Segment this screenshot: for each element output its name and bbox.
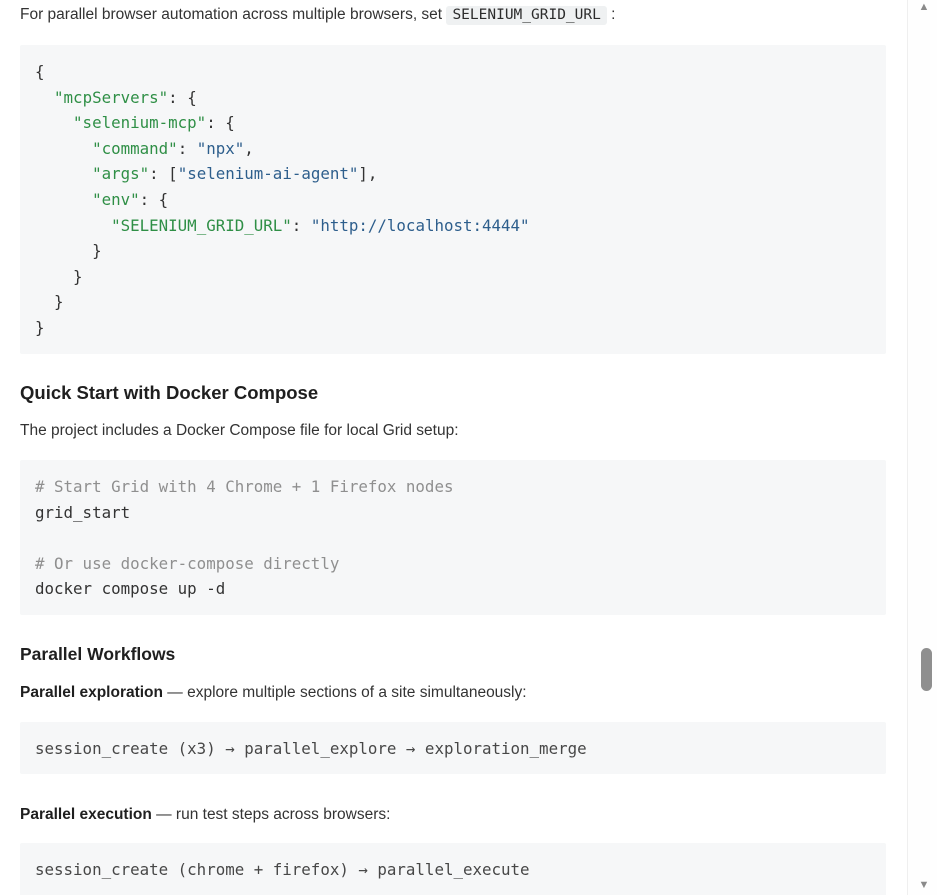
intro-paragraph: For parallel browser automation across m… bbox=[20, 4, 886, 26]
heading-parallel-workflows: Parallel Workflows bbox=[20, 644, 176, 664]
code-block-grid-setup: # Start Grid with 4 Chrome + 1 Firefox n… bbox=[20, 460, 886, 615]
parallel-exploration-label: Parallel exploration bbox=[20, 683, 163, 701]
scroll-down-icon[interactable]: ▼ bbox=[918, 879, 930, 891]
heading-quick-start-docker-compose: Quick Start with Docker Compose bbox=[20, 381, 319, 403]
intro-text-before: For parallel browser automation across m… bbox=[20, 6, 443, 23]
docker-paragraph: The project includes a Docker Compose fi… bbox=[20, 422, 459, 440]
parallel-exploration-text: — explore multiple sections of a site si… bbox=[163, 683, 527, 701]
code-block-mcp-config: { "mcpServers": { "selenium-mcp": { "com… bbox=[20, 45, 886, 354]
docs-content: For parallel browser automation across m… bbox=[20, 4, 886, 895]
code-block-parallel-execute: session_create (chrome + firefox) → para… bbox=[20, 843, 886, 895]
docs-page: For parallel browser automation across m… bbox=[0, 4, 908, 895]
parallel-execution-paragraph: Parallel execution — run test steps acro… bbox=[20, 804, 886, 826]
parallel-execution-text: — run test steps across browsers: bbox=[151, 806, 391, 824]
scrollbar-thumb[interactable] bbox=[921, 648, 932, 691]
scroll-up-icon[interactable]: ▲ bbox=[918, 1, 930, 13]
parallel-execution-label: Parallel execution bbox=[20, 806, 152, 824]
parallel-exploration-paragraph: Parallel exploration — explore multiple … bbox=[20, 682, 886, 704]
inline-code-selenium-grid-url: SELENIUM_GRID_URL bbox=[446, 6, 607, 25]
scrollbar[interactable]: ▲ ▼ bbox=[907, 0, 937, 895]
code-block-parallel-explore: session_create (x3) → parallel_explore →… bbox=[20, 721, 886, 775]
intro-text-after: : bbox=[606, 6, 616, 23]
